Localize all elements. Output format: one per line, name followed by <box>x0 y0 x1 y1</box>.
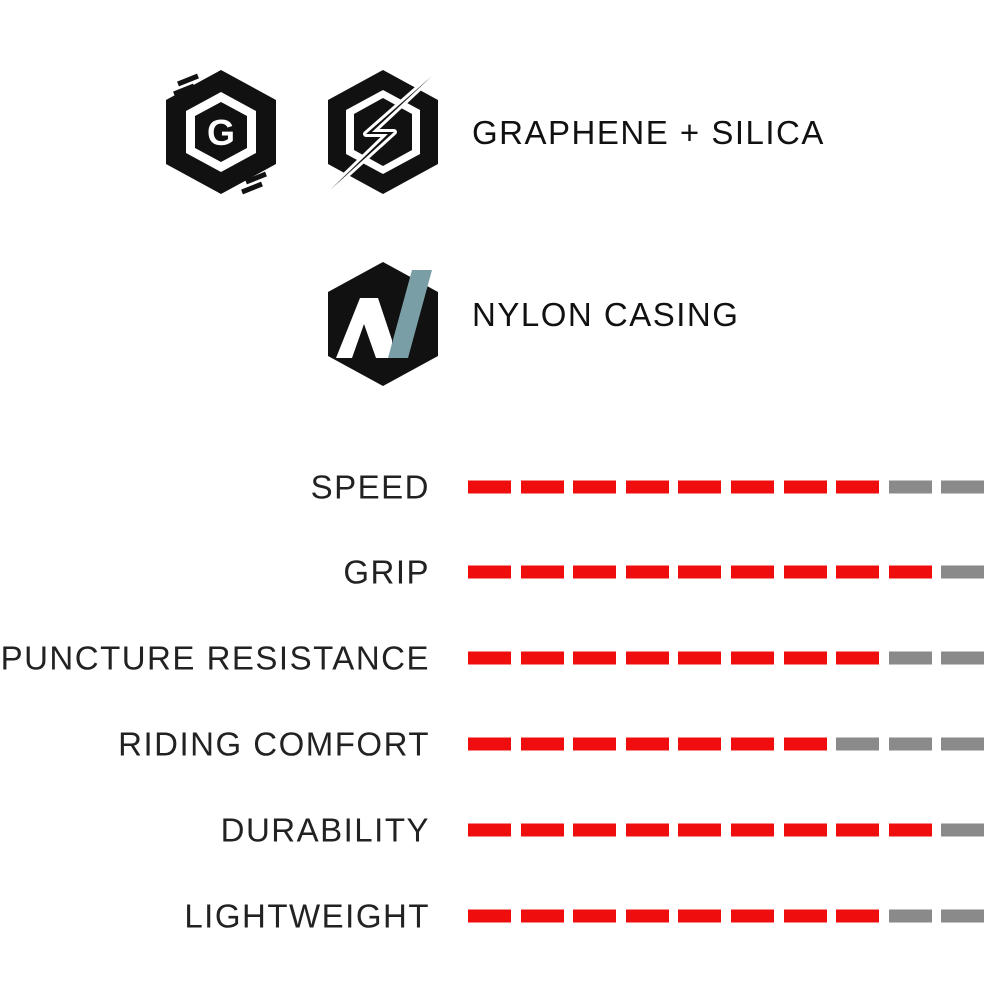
rating-label: RIDING COMFORT <box>118 725 430 763</box>
rating-segment-filled <box>573 651 617 665</box>
rating-bar <box>468 480 985 494</box>
rating-segment-empty <box>888 909 932 923</box>
rating-segment-filled <box>730 651 774 665</box>
rating-segment-filled <box>520 909 564 923</box>
rating-segment-filled <box>468 651 511 665</box>
rating-segment-empty <box>888 480 932 494</box>
rating-segment-filled <box>520 823 564 837</box>
rating-segment-filled <box>573 565 617 579</box>
rating-segment-filled <box>625 909 669 923</box>
rating-segment-filled <box>520 480 564 494</box>
rating-label: DURABILITY <box>220 811 430 849</box>
graphene-hexagon-icon: G <box>166 70 276 195</box>
rating-segment-filled <box>730 480 774 494</box>
rating-segment-filled <box>678 737 722 751</box>
rating-segment-filled <box>468 565 511 579</box>
rating-segment-filled <box>730 565 774 579</box>
rating-row-riding-comfort: RIDING COMFORT <box>0 724 1000 764</box>
rating-segment-filled <box>836 480 880 494</box>
rating-segment-empty <box>941 909 985 923</box>
rating-segment-empty <box>941 737 985 751</box>
graphene-letter: G <box>207 112 235 153</box>
rating-row-grip: GRIP <box>0 552 1000 592</box>
rating-segment-filled <box>468 823 511 837</box>
rating-bar <box>468 651 985 665</box>
rating-segment-empty <box>941 823 985 837</box>
rating-segment-filled <box>730 823 774 837</box>
rating-segment-filled <box>468 480 511 494</box>
rating-segment-filled <box>783 480 827 494</box>
rating-segment-filled <box>625 823 669 837</box>
rating-segment-filled <box>836 651 880 665</box>
rating-segment-filled <box>468 909 511 923</box>
rating-segment-filled <box>783 823 827 837</box>
rating-segment-empty <box>941 651 985 665</box>
rating-row-puncture-resistance: PUNCTURE RESISTANCE <box>0 638 1000 678</box>
rating-row-lightweight: LIGHTWEIGHT <box>0 896 1000 936</box>
rating-label: LIGHTWEIGHT <box>184 897 430 935</box>
nylon-n-hexagon-icon <box>328 262 438 386</box>
rating-segment-filled <box>836 565 880 579</box>
rating-segment-filled <box>678 651 722 665</box>
rating-segment-filled <box>836 909 880 923</box>
rating-segment-filled <box>888 565 932 579</box>
silica-lightning-icon <box>327 70 438 194</box>
rating-segment-filled <box>625 737 669 751</box>
feature-graphene-silica: G <box>160 66 282 198</box>
rating-segment-empty <box>941 480 985 494</box>
rating-segment-filled <box>573 737 617 751</box>
rating-bar <box>468 737 985 751</box>
rating-segment-filled <box>783 651 827 665</box>
rating-segment-filled <box>888 823 932 837</box>
rating-segment-filled <box>783 565 827 579</box>
rating-segment-filled <box>730 909 774 923</box>
rating-row-durability: DURABILITY <box>0 810 1000 850</box>
rating-bar <box>468 565 985 579</box>
rating-segment-filled <box>573 480 617 494</box>
rating-segment-filled <box>678 480 722 494</box>
rating-label: SPEED <box>310 468 430 506</box>
rating-segment-filled <box>520 651 564 665</box>
rating-segment-filled <box>520 737 564 751</box>
rating-segment-filled <box>783 737 827 751</box>
rating-segment-empty <box>888 737 932 751</box>
rating-segment-filled <box>678 823 722 837</box>
feature-nylon-casing <box>322 258 444 390</box>
rating-bar <box>468 909 985 923</box>
rating-label: PUNCTURE RESISTANCE <box>0 639 430 677</box>
rating-segment-filled <box>468 737 511 751</box>
rating-segment-filled <box>625 480 669 494</box>
rating-segment-filled <box>836 823 880 837</box>
feature-label-graphene-silica: GRAPHENE + SILICA <box>472 114 825 151</box>
rating-segment-filled <box>625 651 669 665</box>
rating-segment-empty <box>941 565 985 579</box>
rating-segment-filled <box>678 909 722 923</box>
feature-label-nylon-casing: NYLON CASING <box>472 296 740 333</box>
silica-icon-wrap <box>322 66 444 198</box>
rating-segment-empty <box>888 651 932 665</box>
rating-segment-empty <box>836 737 880 751</box>
rating-segment-filled <box>783 909 827 923</box>
rating-segment-filled <box>520 565 564 579</box>
rating-segment-filled <box>573 909 617 923</box>
rating-bar <box>468 823 985 837</box>
rating-row-speed: SPEED <box>0 467 1000 507</box>
rating-segment-filled <box>625 565 669 579</box>
rating-segment-filled <box>573 823 617 837</box>
rating-label: GRIP <box>343 553 430 591</box>
rating-segment-filled <box>678 565 722 579</box>
rating-segment-filled <box>730 737 774 751</box>
